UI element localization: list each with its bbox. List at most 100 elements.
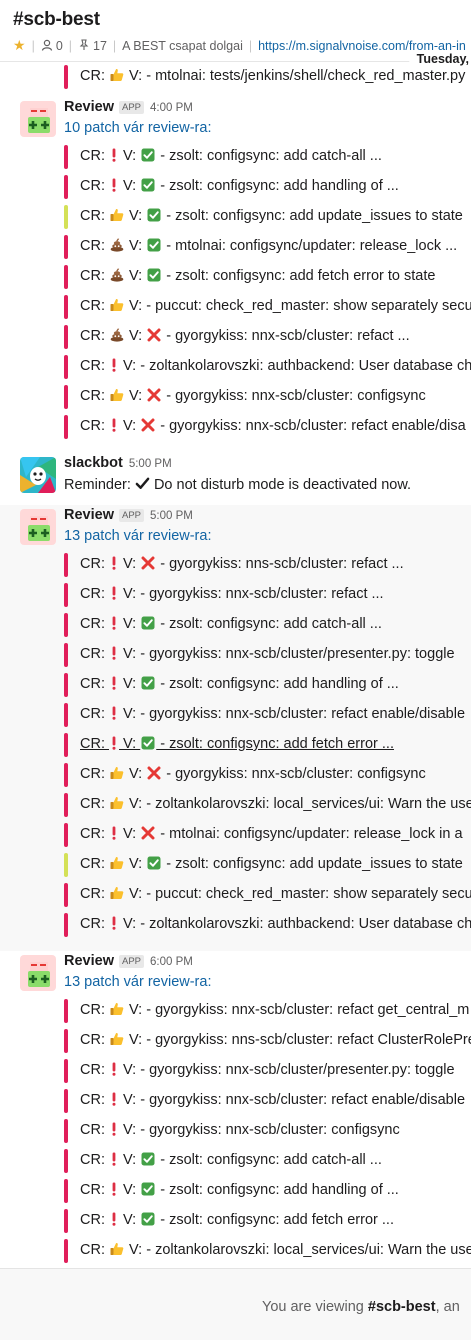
patch-title[interactable]: - zsolt: configsync: add handling of ... [156, 1182, 399, 1198]
patch-attachment[interactable]: CR: V: - gyorgykiss: nnx-scb/cluster: co… [64, 385, 471, 409]
patch-attachment[interactable]: CR: V: - gyorgykiss: nns-scb/cluster: re… [64, 1029, 471, 1053]
patch-title[interactable]: - gyorgykiss: nnx-scb/cluster/presenter.… [140, 1062, 455, 1078]
patch-attachment[interactable]: CR: V: - gyorgykiss: nnx-scb/cluster: re… [64, 1089, 471, 1113]
patch-line[interactable]: CR: V: - gyorgykiss: nnx-scb/cluster: re… [80, 586, 384, 602]
patch-line[interactable]: CR: V: - zsolt: configsync: add handling… [80, 676, 399, 692]
message-feed[interactable]: CR: V: - mtolnai: tests/jenkins/shell/ch… [0, 62, 471, 1268]
patch-attachment[interactable]: CR: V: - zsolt: configsync: add catch-al… [64, 1149, 471, 1173]
patch-line[interactable]: CR: V: - gyorgykiss: nnx-scb/cluster: re… [80, 1092, 465, 1108]
avatar[interactable] [20, 457, 56, 493]
patch-attachment[interactable]: CR: V: - gyorgykiss: nnx-scb/cluster: co… [64, 1119, 471, 1143]
patch-title[interactable]: - zsolt: configsync: add catch-all ... [156, 616, 382, 632]
patch-title[interactable]: - gyorgykiss: nnx-scb/cluster: refact en… [156, 418, 466, 434]
patch-line[interactable]: CR: V: - gyorgykiss: nns-scb/cluster: re… [80, 556, 404, 572]
patch-title[interactable]: - mtolnai: tests/jenkins/shell/check_red… [146, 68, 466, 84]
patch-title[interactable]: - zsolt: configsync: add update_issues t… [162, 208, 463, 224]
patch-attachment[interactable]: CR: V: - mtolnai: configsync/updater: re… [64, 823, 471, 847]
message-continuation[interactable]: CR: V: - mtolnai: tests/jenkins/shell/ch… [0, 62, 471, 97]
sender-name[interactable]: slackbot [64, 455, 123, 471]
patch-attachment[interactable]: CR: V: - mtolnai: configsync/updater: re… [64, 235, 471, 259]
patch-title[interactable]: - gyorgykiss: nnx-scb/cluster: refact en… [140, 706, 466, 722]
patch-title[interactable]: - gyorgykiss: nns-scb/cluster: refact ..… [156, 556, 404, 572]
patch-line[interactable]: CR: V: - zsolt: configsync: add fetch er… [80, 1212, 394, 1228]
patch-line[interactable]: CR: V: - zoltankolarovszki: authbackend:… [80, 358, 471, 374]
patch-line[interactable]: CR: V: - mtolnai: configsync/updater: re… [80, 238, 457, 254]
patch-line[interactable]: CR: V: - mtolnai: tests/jenkins/shell/ch… [80, 68, 465, 84]
star-icon[interactable]: ★ [13, 37, 26, 53]
patch-line[interactable]: CR: V: - gyorgykiss: nnx-scb/cluster: co… [80, 388, 426, 404]
patch-line[interactable]: CR: V: - gyorgykiss: nns-scb/cluster: re… [80, 1032, 471, 1048]
patch-attachment[interactable]: CR: V: - puccut: check_red_master: show … [64, 883, 471, 907]
patch-line[interactable]: CR: V: - zsolt: configsync: add catch-al… [80, 1152, 382, 1168]
patch-attachment[interactable]: CR: V: - zsolt: configsync: add fetch er… [64, 265, 471, 289]
patch-attachment[interactable]: CR: V: - zsolt: configsync: add handling… [64, 175, 471, 199]
patch-line[interactable]: CR: V: - zsolt: configsync: add fetch er… [80, 736, 394, 752]
patch-attachment[interactable]: CR: V: - gyorgykiss: nnx-scb/cluster: re… [64, 999, 471, 1023]
patch-title[interactable]: - gyorgykiss: nnx-scb/cluster: configsyn… [140, 1122, 400, 1138]
patch-title[interactable]: - zoltankolarovszki: authbackend: User d… [140, 916, 471, 932]
avatar[interactable] [20, 955, 56, 991]
patch-title[interactable]: - zsolt: configsync: add update_issues t… [162, 856, 463, 872]
timestamp[interactable]: 5:00 PM [150, 510, 193, 522]
timestamp[interactable]: 5:00 PM [128, 458, 172, 470]
patch-line[interactable]: CR: V: - zsolt: configsync: add update_i… [80, 208, 463, 224]
patch-title[interactable]: - gyorgykiss: nnx-scb/cluster: configsyn… [162, 388, 426, 404]
patch-attachment[interactable]: CR: V: - zsolt: configsync: add catch-al… [64, 145, 471, 169]
patch-title[interactable]: - gyorgykiss: nnx-scb/cluster: refact ..… [162, 328, 410, 344]
patch-line[interactable]: CR: V: - gyorgykiss: nnx-scb/cluster: re… [80, 706, 465, 722]
review-summary-link[interactable]: 13 patch vár review-ra: [64, 528, 212, 544]
patch-line[interactable]: CR: V: - puccut: check_red_master: show … [80, 886, 471, 902]
patch-title[interactable]: - mtolnai: configsync/updater: release_l… [162, 238, 458, 254]
patch-title[interactable]: - zsolt: configsync: add handling of ... [156, 676, 399, 692]
patch-title[interactable]: - puccut: check_red_master: show separat… [146, 298, 471, 314]
patch-attachment[interactable]: CR: V: - zsolt: configsync: add handling… [64, 1179, 471, 1203]
patch-line[interactable]: CR: V: - gyorgykiss: nnx-scb/cluster/pre… [80, 646, 455, 662]
patch-title[interactable]: - zsolt: configsync: add catch-all ... [156, 148, 382, 164]
patch-line[interactable]: CR: V: - gyorgykiss: nnx-scb/cluster/pre… [80, 1062, 455, 1078]
patch-attachment[interactable]: CR: V: - gyorgykiss: nnx-scb/cluster: co… [64, 763, 471, 787]
patch-attachment[interactable]: CR: V: - gyorgykiss: nnx-scb/cluster: re… [64, 583, 471, 607]
patch-line[interactable]: CR: V: - zsolt: configsync: add handling… [80, 1182, 399, 1198]
pin-icon[interactable] [78, 38, 90, 53]
sender-name[interactable]: Review [64, 507, 114, 523]
patch-attachment[interactable]: CR: V: - zoltankolarovszki: local_servic… [64, 793, 471, 817]
patch-title[interactable]: - zsolt: configsync: add fetch error to … [162, 268, 436, 284]
patch-attachment[interactable]: CR: V: - zsolt: configsync: add fetch er… [64, 1209, 471, 1233]
patch-title[interactable]: - zsolt: configsync: add catch-all ... [156, 1152, 382, 1168]
patch-attachment[interactable]: CR: V: - gyorgykiss: nnx-scb/cluster: re… [64, 703, 471, 727]
avatar[interactable] [20, 101, 56, 137]
patch-attachment[interactable]: CR: V: - zoltankolarovszki: local_servic… [64, 1239, 471, 1263]
member-count[interactable]: 0 [55, 38, 63, 53]
patch-attachment[interactable]: CR: V: - zsolt: configsync: add catch-al… [64, 613, 471, 637]
review-summary-link[interactable]: 10 patch vár review-ra: [64, 120, 212, 136]
patch-line[interactable]: CR: V: - zsolt: configsync: add handling… [80, 178, 399, 194]
patch-attachment[interactable]: CR: V: - gyorgykiss: nns-scb/cluster: re… [64, 553, 471, 577]
patch-title[interactable]: - gyorgykiss: nnx-scb/cluster: refact ..… [140, 586, 384, 602]
patch-attachment[interactable]: CR: V: - gyorgykiss: nnx-scb/cluster: re… [64, 325, 471, 349]
patch-attachment[interactable]: CR: V: - puccut: check_red_master: show … [64, 295, 471, 319]
patch-line[interactable]: CR: V: - gyorgykiss: nnx-scb/cluster: co… [80, 766, 426, 782]
sender-name[interactable]: Review [64, 99, 114, 115]
patch-attachment[interactable]: CR: V: - zsolt: configsync: add update_i… [64, 205, 471, 229]
patch-line[interactable]: CR: V: - zsolt: configsync: add catch-al… [80, 148, 382, 164]
patch-title[interactable]: - gyorgykiss: nnx-scb/cluster: refact ge… [146, 1002, 470, 1018]
patch-attachment[interactable]: CR: V: - zsolt: configsync: add fetch er… [64, 733, 471, 757]
patch-title[interactable]: - zsolt: configsync: add fetch error ... [156, 736, 394, 752]
review-summary-link[interactable]: 13 patch vár review-ra: [64, 974, 212, 990]
patch-line[interactable]: CR: V: - gyorgykiss: nnx-scb/cluster: re… [80, 328, 410, 344]
patch-line[interactable]: CR: V: - zoltankolarovszki: local_servic… [80, 1242, 471, 1258]
patch-title[interactable]: - zoltankolarovszki: local_services/ui: … [146, 1242, 471, 1258]
channel-title[interactable]: #scb-best [13, 9, 100, 30]
patch-attachment[interactable]: CR: V: - gyorgykiss: nnx-scb/cluster/pre… [64, 643, 471, 667]
patch-title[interactable]: - mtolnai: configsync/updater: release_l… [156, 826, 463, 842]
patch-title[interactable]: - gyorgykiss: nns-scb/cluster: refact Cl… [146, 1032, 471, 1048]
patch-attachment[interactable]: CR: V: - zsolt: configsync: add handling… [64, 673, 471, 697]
patch-title[interactable]: - zsolt: configsync: add handling of ... [156, 178, 399, 194]
patch-title[interactable]: - zsolt: configsync: add fetch error ... [156, 1212, 394, 1228]
topic-link[interactable]: https://m.signalvnoise.com/from-an-in [258, 38, 466, 53]
patch-title[interactable]: - gyorgykiss: nnx-scb/cluster: configsyn… [162, 766, 426, 782]
